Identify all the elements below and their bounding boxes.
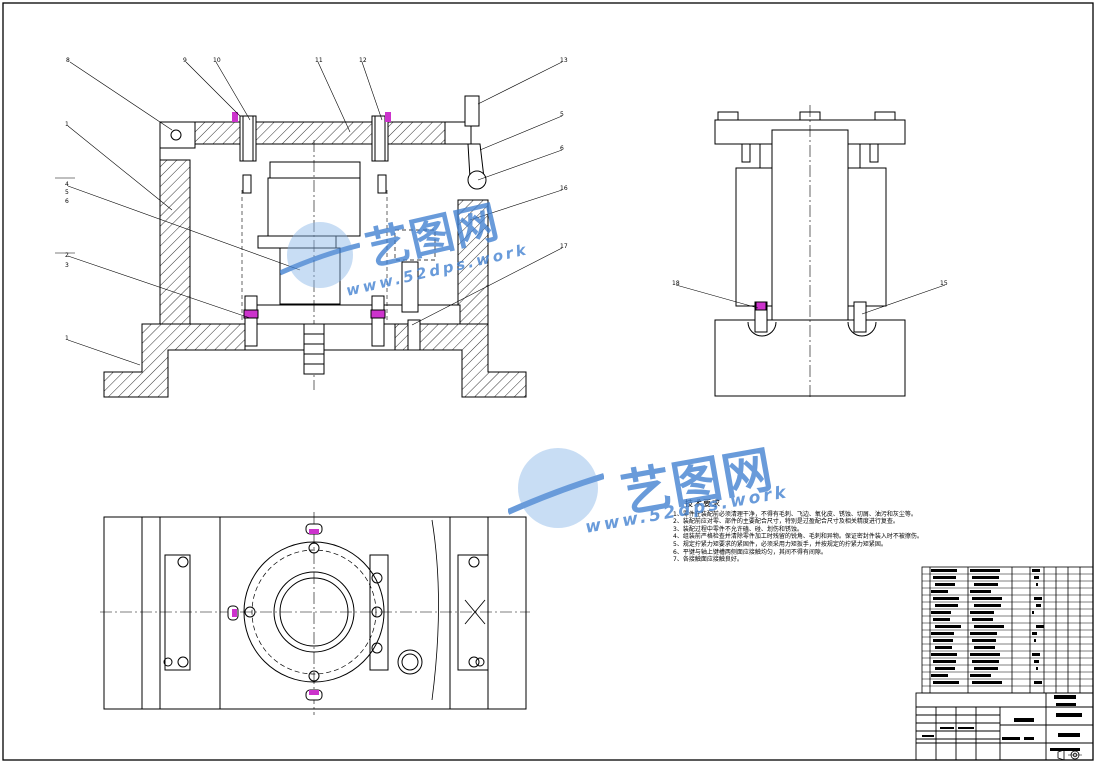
parts-list-cell-fill — [931, 569, 957, 572]
title-block-fills — [922, 695, 1082, 751]
parts-list-cell-fill — [972, 618, 993, 621]
parts-list-cell-fill — [970, 590, 991, 593]
balloon-label: 13 — [560, 57, 568, 64]
parts-list-cell-fill — [933, 597, 959, 600]
parts-list-cell-fill — [933, 618, 950, 621]
parts-list-cell-fill — [931, 674, 948, 677]
balloon-label: 8 — [66, 57, 70, 64]
workpiece — [269, 161, 361, 179]
parts-list-cell-fill — [1032, 653, 1040, 656]
parts-list-cell-fill — [935, 625, 961, 628]
parts-list-cell-fill — [931, 653, 957, 656]
parts-list-cell-fill — [974, 604, 1001, 607]
technical-note-item: 7、各接触面应接触良好。 — [673, 556, 743, 564]
side-balloon-labels: 18 15 — [672, 280, 948, 287]
parts-list-cell-fill — [974, 646, 995, 649]
parts-list-cell-fill — [972, 681, 1002, 684]
parts-list-cell-fill — [972, 639, 996, 642]
parts-list-cell-fill — [933, 660, 956, 663]
parts-list-cell-fill — [1034, 597, 1042, 600]
technical-note-item: 2、装配前应对零、部件的主要配合尺寸，特别是过盈配合尺寸及相关精度进行复查。 — [673, 518, 899, 526]
balloon-label: 1 — [65, 121, 69, 128]
technical-note-item: 3、装配过程中零件不允许磕、碰、划伤和锈蚀。 — [673, 525, 803, 533]
balloon-label: 10 — [213, 57, 221, 64]
parts-list-rows — [922, 573, 1093, 687]
parts-list-cell-fill — [933, 681, 959, 684]
balloon-label: 3 — [65, 262, 69, 269]
parts-list-cell-fill — [1036, 625, 1044, 628]
technical-note-item: 4、组装前严格检查并清除零件加工时残留的锐角、毛刺和异物。保证密封件装入时不被擦… — [673, 533, 923, 541]
parts-list-cell-fill — [1032, 569, 1040, 572]
parts-list-cell-fill — [1034, 639, 1036, 642]
technical-note-item: 5、规定拧紧力矩要求的紧固件，必须采用力矩扳手，并按规定的拧紧力矩紧固。 — [673, 540, 887, 548]
left-wall — [159, 159, 191, 325]
watermark-globe-icon — [280, 222, 360, 288]
parts-list-cell-fill — [972, 660, 999, 663]
technical-note-item: 1、零件在装配前必须清理干净，不得有毛刺、飞边、氧化皮、锈蚀、切屑、油污和灰尘等… — [673, 510, 917, 518]
parts-list-cell-fill — [1032, 632, 1037, 635]
balloon-label: 12 — [359, 57, 367, 64]
parts-list-cell-fill — [1034, 576, 1039, 579]
parts-list-cell-fill — [1036, 604, 1041, 607]
parts-list-cell-fill — [933, 639, 953, 642]
parts-list-cell-fill — [935, 646, 952, 649]
balloon-label: 4 — [65, 181, 69, 188]
parts-list-cell-fill — [931, 632, 954, 635]
balloon-label: 16 — [560, 185, 568, 192]
parts-list-cell-fill — [1036, 667, 1038, 670]
top-plate — [194, 121, 446, 145]
parts-list-cell-fill — [1034, 660, 1039, 663]
balloon-label: 11 — [315, 57, 323, 64]
balloon-label: 17 — [560, 243, 568, 250]
parts-list-fills — [931, 569, 1044, 684]
parts-list-cell-fill — [974, 583, 998, 586]
parts-list-cell-fill — [935, 667, 955, 670]
technical-note-item: 6、平键与轴上键槽两侧面应接触均匀，其间不得有间隙。 — [673, 548, 827, 556]
front-balloon-labels: 8 9 10 11 12 13 1 4 5 6 2 3 1 5 6 16 17 — [65, 57, 568, 342]
parts-list-cell-fill — [972, 597, 1002, 600]
balloon-label: 6 — [560, 145, 564, 152]
parts-list-cell-fill — [972, 576, 999, 579]
parts-list-cell-fill — [1036, 583, 1038, 586]
parts-list-cell-fill — [1034, 681, 1042, 684]
top-view-accents — [232, 529, 319, 695]
balloon-label: 5 — [65, 189, 69, 196]
parts-list-cell-fill — [974, 625, 1004, 628]
parts-list-cell-fill — [974, 667, 998, 670]
parts-list-cell-fill — [970, 653, 1000, 656]
balloon-label: 1 — [65, 335, 69, 342]
parts-list-cell-fill — [935, 604, 958, 607]
parts-list-cell-fill — [970, 674, 991, 677]
parts-list-cell-fill — [935, 583, 955, 586]
watermark-globe-icon — [508, 448, 604, 528]
balloon-label: 5 — [560, 111, 564, 118]
parts-list-cell-fill — [931, 590, 948, 593]
technical-notes-title: 技术要求 — [685, 499, 721, 508]
top-view — [100, 512, 530, 715]
technical-notes: 技术要求 1、零件在装配前必须清理干净，不得有毛刺、飞边、氧化皮、锈蚀、切屑、油… — [673, 500, 973, 564]
front-section-view — [55, 61, 563, 398]
balloon-label: 15 — [940, 280, 948, 287]
title-block — [915, 692, 1094, 761]
parts-list-cell-fill — [970, 632, 997, 635]
parts-list-cell-fill — [1032, 611, 1034, 614]
parts-list-cell-fill — [970, 611, 994, 614]
right-wall — [457, 199, 489, 325]
parts-list-cell-fill — [933, 576, 956, 579]
balloon-label: 6 — [65, 198, 69, 205]
parts-list-cell-fill — [970, 569, 1000, 572]
balloon-label: 18 — [672, 280, 680, 287]
parts-list-cell-fill — [931, 611, 951, 614]
projection-symbol-icon — [1057, 749, 1082, 761]
balloon-label: 9 — [183, 57, 187, 64]
leader-lines — [55, 61, 563, 366]
side-view — [675, 105, 946, 400]
balloon-label: 2 — [65, 252, 69, 259]
